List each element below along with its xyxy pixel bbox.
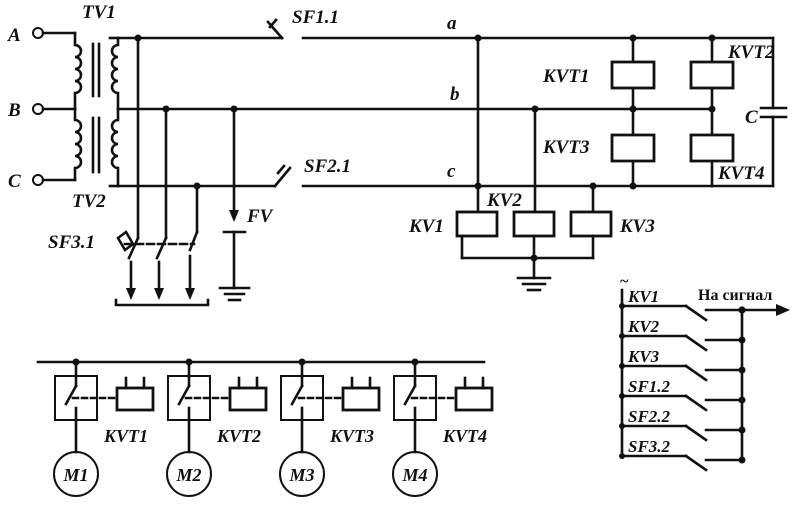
motor-m3	[279, 451, 325, 497]
motor-relay-label: KVT4	[442, 426, 487, 446]
signal-contact-kv2: KV2	[619, 317, 746, 352]
motor-relay-label: KVT2	[216, 426, 261, 446]
relay-kvt2	[689, 60, 735, 90]
relay-kv2	[512, 210, 556, 238]
motor-relay-label: KVT1	[103, 426, 148, 446]
relay-kvt3	[610, 133, 656, 163]
terminal-c-label: C	[8, 171, 21, 192]
signal-contact-sf2-2: SF2.2	[619, 407, 746, 442]
terminal-a-label: A	[7, 25, 21, 46]
breaker-sf1-1	[266, 18, 284, 40]
motor-m4	[392, 451, 438, 497]
motor-label: M1	[62, 465, 88, 485]
relay-kv3	[569, 210, 613, 238]
relay-kvt1-label: KVT1	[542, 66, 589, 87]
capacitor-c	[710, 36, 788, 188]
breaker-sf2-1-label: SF2.1	[304, 156, 351, 177]
motor-group-4: M4 KVT4	[392, 358, 494, 497]
signal-contact-label: SF2.2	[628, 407, 671, 426]
breaker-sf3-1-label: SF3.1	[48, 232, 95, 253]
signal-contact-kv1: KV1	[619, 287, 746, 322]
motor-label: M3	[288, 465, 314, 485]
motor-m1	[53, 451, 99, 497]
motor-label: M2	[175, 465, 201, 485]
motor-group-1: M1 KVT1	[53, 358, 155, 497]
relay-kv1	[455, 210, 499, 238]
arrester-fv	[218, 107, 251, 302]
relay-kv1-label: KV1	[408, 216, 444, 237]
breaker-sf2-1	[273, 164, 292, 188]
relay-kv2-label: KV2	[486, 190, 522, 211]
relay-kvt1	[610, 60, 656, 90]
motor-label: M4	[401, 465, 427, 485]
terminal-b-label: B	[7, 100, 21, 121]
signal-output-label: На сигнал	[698, 287, 772, 304]
bus-b-label: b	[450, 84, 460, 105]
motor-group-3: M3 KVT3	[279, 358, 381, 497]
transformer-tv1-label: TV1	[82, 2, 116, 23]
motor-group-2: M2 KVT2	[166, 358, 268, 497]
terminal-c	[32, 174, 77, 186]
relay-kvt3-label: KVT3	[542, 137, 589, 158]
relay-kvt2-label: KVT2	[727, 42, 775, 63]
relay-kvt4-label: KVT4	[717, 163, 764, 184]
breaker-sf1-1-label: SF1.1	[292, 7, 339, 28]
terminal-b	[32, 103, 77, 115]
bus-c-label: c	[447, 161, 456, 182]
signal-source-label: ~	[620, 273, 629, 290]
signal-contact-kv3: KV3	[619, 347, 746, 382]
capacitor-c-label: C	[745, 107, 758, 128]
signal-contact-label: KV1	[627, 287, 659, 306]
bus-a-label: a	[447, 13, 457, 34]
signal-contact-label: SF1.2	[628, 377, 671, 396]
signal-contact-sf3-2: SF3.2	[619, 437, 746, 472]
signal-contact-sf1-2: SF1.2	[619, 377, 746, 412]
signal-circuit: ~ На сигнал	[620, 273, 790, 462]
transformer-tv1	[73, 31, 120, 111]
transformer-tv2-label: TV2	[72, 191, 106, 212]
motor-m2	[166, 451, 212, 497]
breaker-sf3-1	[114, 36, 210, 307]
relay-kvt4	[689, 133, 735, 163]
signal-contact-label: SF3.2	[628, 437, 671, 456]
transformer-tv2	[73, 107, 120, 188]
motor-relay-label: KVT3	[329, 426, 374, 446]
signal-contact-label: KV2	[627, 317, 660, 336]
signal-contact-label: KV3	[627, 347, 660, 366]
arrester-fv-label: FV	[246, 206, 274, 227]
terminal-a	[32, 27, 77, 39]
relay-kv3-label: KV3	[619, 216, 655, 237]
